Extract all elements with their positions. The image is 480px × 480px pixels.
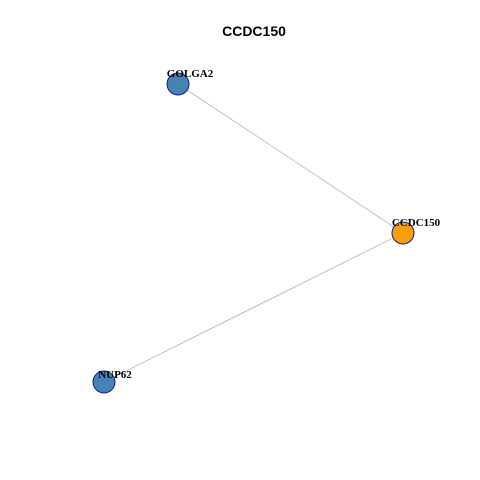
edge-nup62-ccdc150	[103, 232, 404, 383]
nodes-layer	[92, 72, 415, 394]
node-label-nup62: NUP62	[98, 369, 132, 381]
node-golga2[interactable]	[166, 72, 190, 96]
node-nup62[interactable]	[92, 370, 116, 394]
node-label-ccdc150: CCDC150	[392, 217, 441, 229]
node-label-golga2: GOLGA2	[167, 68, 214, 80]
edges-layer	[103, 83, 404, 383]
diagram-title: CCDC150	[222, 23, 286, 39]
node-ccdc150[interactable]	[391, 221, 415, 245]
edge-golga2-ccdc150	[177, 83, 404, 234]
